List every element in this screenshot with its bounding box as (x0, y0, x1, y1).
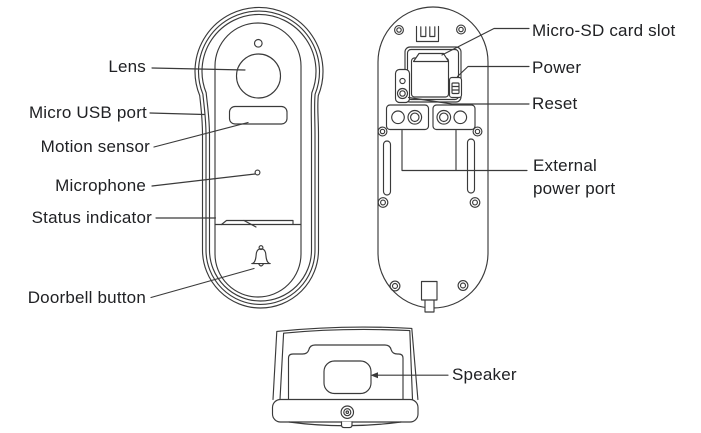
reset-lobe (394, 68, 411, 104)
led-hole (399, 77, 406, 85)
front-outline-inner (201, 13, 317, 302)
leader-doorbell-button (150, 267, 255, 299)
front-faceplate (214, 22, 302, 298)
leader-lens (151, 67, 246, 71)
bottom-view (271, 326, 419, 429)
chime-outline-outer (272, 326, 419, 401)
status-indicator-strip (214, 219, 302, 228)
mounting-screw-holes (377, 24, 483, 292)
mounting-bracket-slot (415, 25, 440, 43)
motion-sensor-window (228, 105, 288, 125)
front-view (194, 6, 324, 309)
leader-motion-sensor (153, 121, 249, 148)
leader-micro-sd (441, 27, 530, 56)
leader-lines (149, 27, 530, 379)
speaker-grille (323, 360, 372, 395)
label-doorbell-button: Doorbell button (27, 288, 146, 307)
base-screw (340, 405, 355, 419)
label-micro-sd-card-slot: Micro-SD card slot (532, 21, 676, 40)
bell-icon (251, 245, 271, 267)
label-lens: Lens (108, 57, 146, 76)
label-reset: Reset (532, 94, 578, 113)
front-outline-outer (194, 6, 324, 309)
power-switch (448, 76, 463, 99)
leader-reset (407, 96, 530, 105)
chime-bottom-tab (340, 421, 353, 429)
label-external-power-port-line2: power port (533, 179, 616, 198)
external-power-terminals (385, 104, 476, 131)
back-outline (377, 6, 489, 309)
sd-card (410, 57, 450, 98)
leader-power (456, 65, 530, 78)
label-microphone: Microphone (55, 176, 146, 195)
bottom-connector-tab (420, 280, 438, 313)
light-sensor-hole (253, 38, 263, 48)
leader-external-power (401, 129, 528, 172)
label-external-power-port-line1: External (533, 156, 597, 175)
reset-button (396, 87, 409, 100)
microphone-hole (254, 169, 261, 176)
label-status-indicator: Status indicator (31, 208, 152, 227)
front-outline-mid (197, 10, 321, 306)
label-external-power-port: External power port (533, 154, 615, 200)
wire-slots (382, 138, 476, 196)
label-motion-sensor: Motion sensor (40, 137, 150, 156)
leader-micro-usb (149, 112, 205, 116)
lens-circle (235, 53, 282, 99)
chime-face (287, 344, 404, 401)
label-power: Power (532, 58, 582, 77)
back-view (377, 6, 489, 313)
leader-microphone (151, 173, 256, 187)
speaker-arrowhead-icon (370, 372, 378, 379)
sd-card-slot-opening (412, 52, 450, 63)
label-speaker: Speaker (452, 365, 517, 384)
label-micro-usb-port: Micro USB port (28, 103, 147, 122)
micro-sd-module (394, 46, 463, 104)
chime-outline-inner (279, 328, 414, 401)
